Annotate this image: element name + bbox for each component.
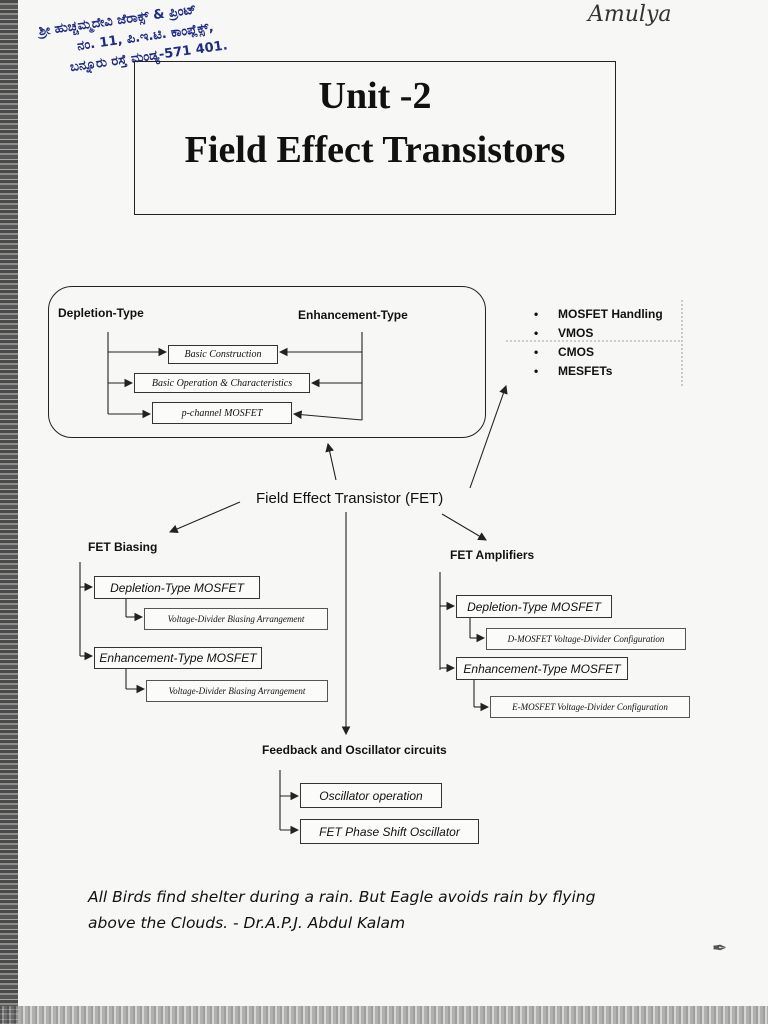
quote-line-1: All Birds find shelter during a rain. Bu…: [88, 888, 596, 906]
p-channel-mosfet-box: p-channel MOSFET: [152, 402, 292, 424]
depletion-type-header: Depletion-Type: [58, 306, 144, 320]
amplifier-depletion-sub-box: D-MOSFET Voltage-Divider Configuration: [486, 628, 686, 650]
unit-title: Unit -2: [318, 75, 432, 117]
biasing-enhancement-sub-box: Voltage-Divider Biasing Arrangement: [146, 680, 328, 702]
scanned-page-edge: [0, 0, 18, 1024]
amplifier-depletion-box: Depletion-Type MOSFET: [456, 595, 612, 618]
amplifier-enhancement-sub-box: E-MOSFET Voltage-Divider Configuration: [490, 696, 690, 718]
fet-amplifiers-title: FET Amplifiers: [450, 548, 535, 562]
topics-list: MOSFET Handling VMOS CMOS MESFETs: [534, 305, 663, 381]
topic-item: MOSFET Handling: [534, 305, 663, 324]
handwritten-signature: Amulya: [588, 2, 672, 27]
fet-central-node: Field Effect Transistor (FET): [256, 490, 444, 507]
topic-item: VMOS: [534, 324, 663, 343]
quote-line-2: above the Clouds. - Dr.A.P.J. Abdul Kala…: [88, 914, 406, 932]
biasing-depletion-sub-box: Voltage-Divider Biasing Arrangement: [144, 608, 328, 630]
biasing-depletion-box: Depletion-Type MOSFET: [94, 576, 260, 599]
basic-construction-box: Basic Construction: [168, 345, 278, 364]
topic-item: MESFETs: [534, 362, 663, 381]
feedback-oscillator-title: Feedback and Oscillator circuits: [262, 743, 447, 757]
scanned-bottom-edge: [0, 1006, 768, 1024]
phase-shift-oscillator-box: FET Phase Shift Oscillator: [300, 819, 479, 844]
basic-operation-box: Basic Operation & Characteristics: [134, 373, 310, 393]
fet-biasing-title: FET Biasing: [88, 540, 158, 554]
subject-title: Field Effect Transistors: [184, 129, 566, 171]
amplifier-enhancement-box: Enhancement-Type MOSFET: [456, 657, 628, 680]
kalam-quote: All Birds find shelter during a rain. Bu…: [88, 884, 648, 936]
enhancement-type-header: Enhancement-Type: [298, 308, 408, 322]
biasing-enhancement-box: Enhancement-Type MOSFET: [94, 647, 262, 669]
mosfet-group-box: [48, 286, 486, 438]
pen-nib-icon: ✒: [712, 938, 728, 958]
oscillator-operation-box: Oscillator operation: [300, 783, 442, 808]
topic-item: CMOS: [534, 343, 663, 362]
title-box: Unit -2 Field Effect Transistors: [134, 61, 616, 215]
